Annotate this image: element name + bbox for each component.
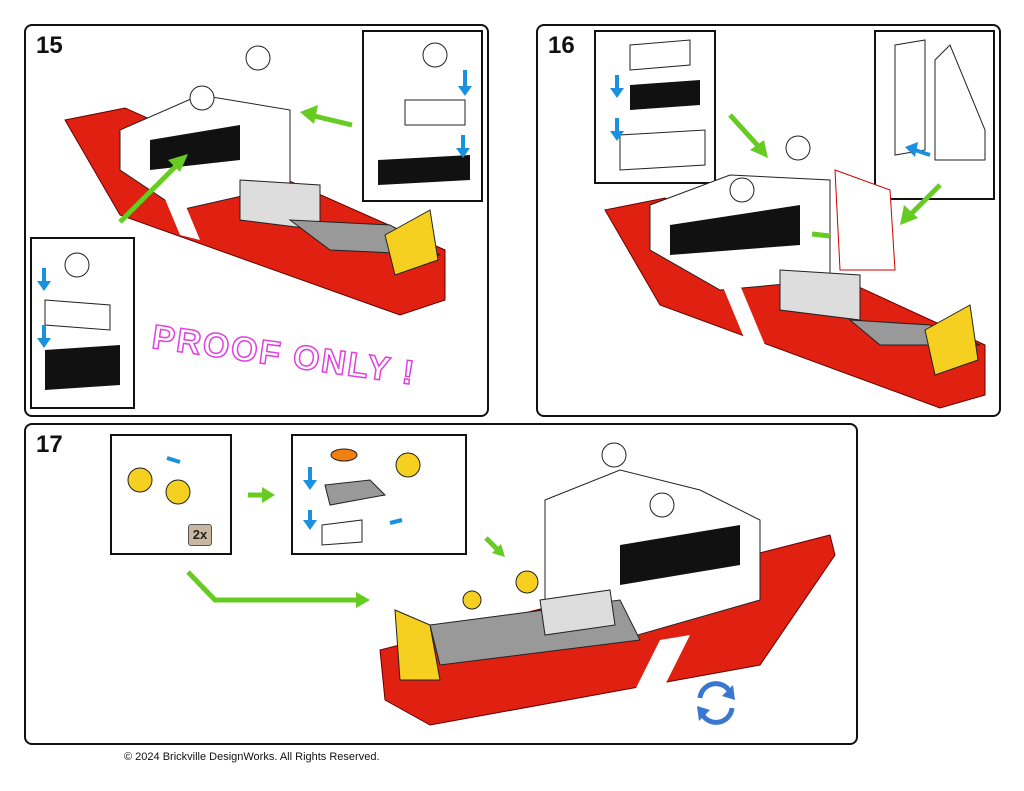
boat-step-17 xyxy=(379,442,836,726)
blue-arrow-icon xyxy=(37,70,931,530)
callout-parts xyxy=(44,39,986,546)
step-number-17: 17 xyxy=(36,431,63,458)
step-number-16: 16 xyxy=(548,32,575,59)
step-number-15: 15 xyxy=(36,32,63,59)
rotate-model-icon xyxy=(697,681,735,725)
green-arrow-icon xyxy=(118,105,942,608)
boat-step-16 xyxy=(604,135,986,409)
copyright-footer: © 2024 Brickville DesignWorks. All Right… xyxy=(124,751,380,763)
quantity-badge: 2x xyxy=(188,524,212,546)
